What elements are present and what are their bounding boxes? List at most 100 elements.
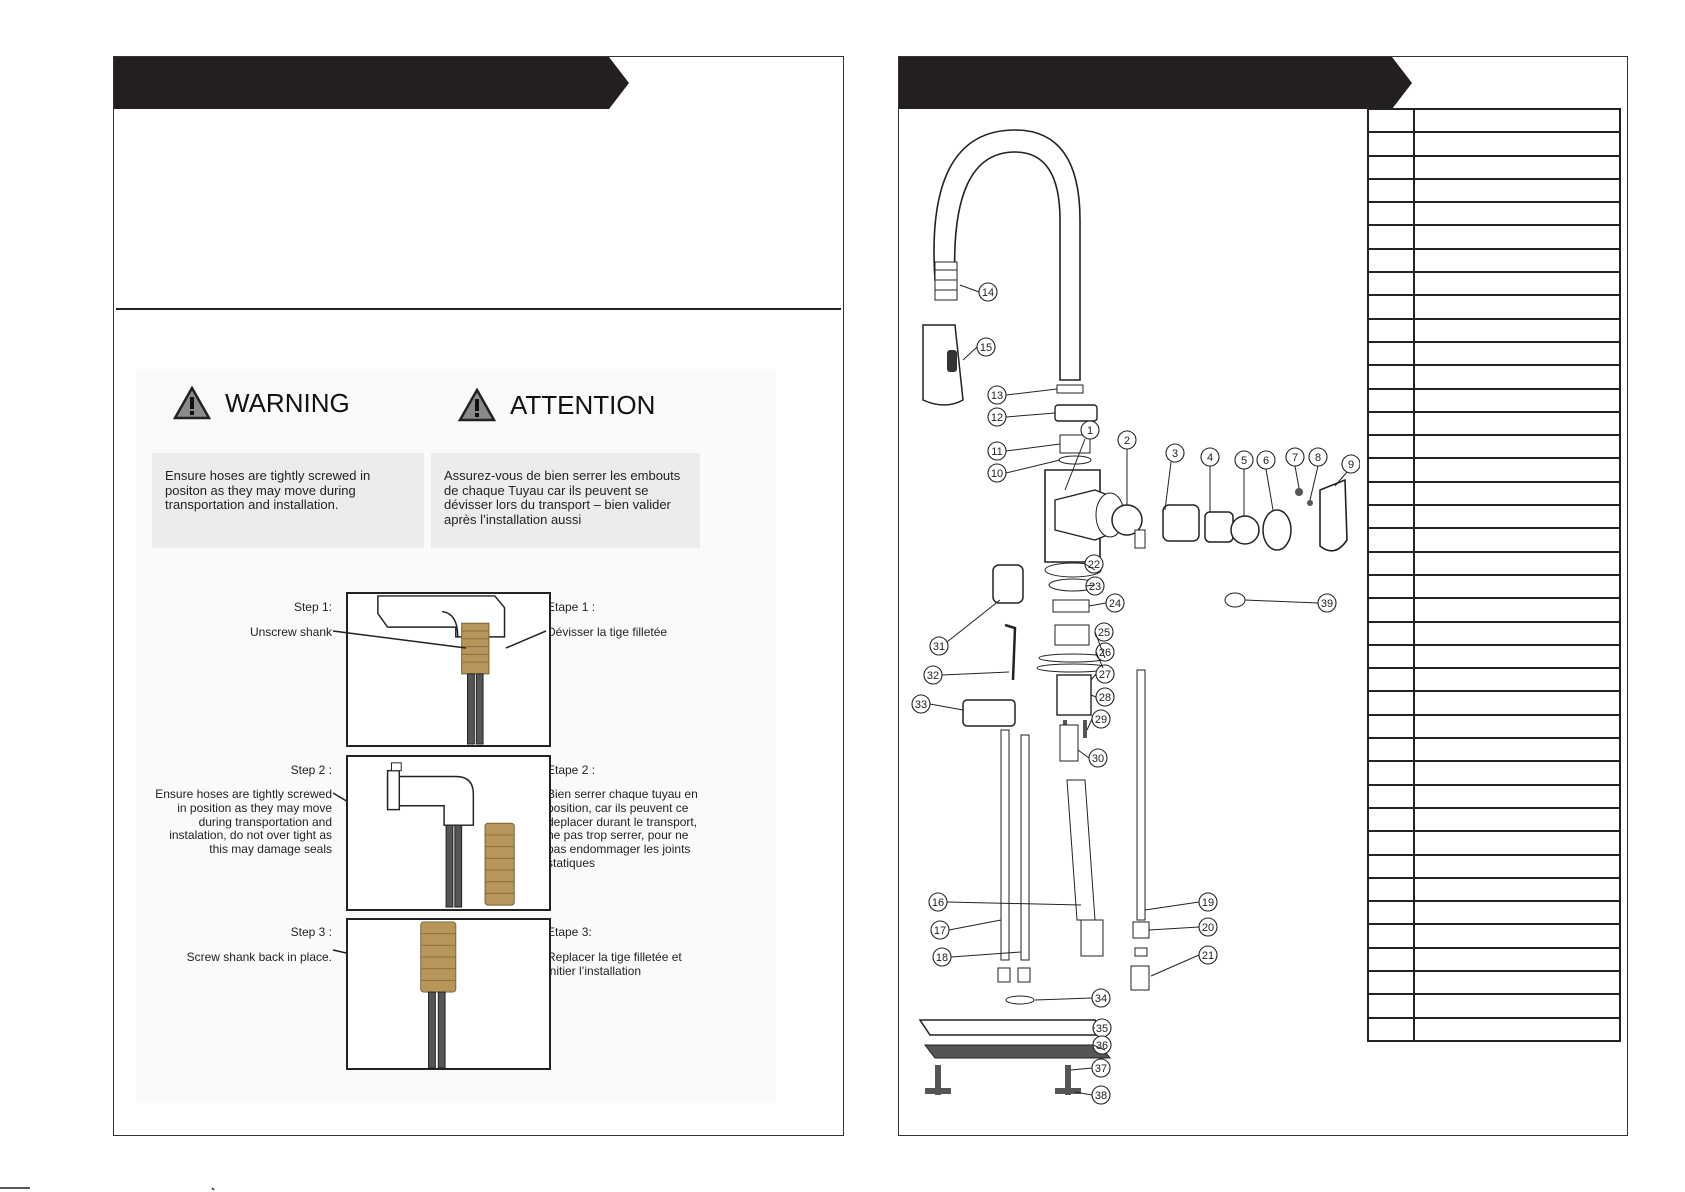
svg-text:32: 32 <box>927 670 939 682</box>
part-description-cell <box>1413 317 1621 343</box>
part-description-cell <box>1413 993 1621 1019</box>
svg-text:7: 7 <box>1292 452 1298 464</box>
parts-list-row <box>1367 317 1621 343</box>
part-number-cell <box>1367 597 1415 623</box>
part-description-cell <box>1413 643 1621 670</box>
parts-list-row <box>1367 993 1621 1019</box>
part-description-cell <box>1413 480 1621 507</box>
parts-list-row <box>1367 573 1621 600</box>
svg-text:5: 5 <box>1241 455 1247 467</box>
callout-9: 9 <box>1341 454 1360 474</box>
svg-text:31: 31 <box>933 641 945 653</box>
part-description-cell <box>1413 713 1621 740</box>
svg-text:25: 25 <box>1098 627 1110 639</box>
part-number-cell <box>1367 410 1415 437</box>
callout-35: 35 <box>1092 1018 1112 1038</box>
svg-text:6: 6 <box>1263 455 1269 467</box>
parts-list-row <box>1367 527 1621 553</box>
part-number-cell <box>1367 527 1415 553</box>
handle-lever <box>1319 478 1348 552</box>
callout-11: 11 <box>987 441 1007 461</box>
part-description-cell <box>1413 1016 1621 1042</box>
part-description-cell <box>1413 690 1621 716</box>
parts-list-row <box>1367 760 1621 786</box>
parts-list-row <box>1367 504 1621 530</box>
callout-1: 1 <box>1080 420 1100 440</box>
parts-list-row <box>1367 690 1621 716</box>
callout-2: 2 <box>1117 430 1137 450</box>
svg-text:12: 12 <box>991 412 1003 424</box>
callout-38: 38 <box>1091 1085 1111 1105</box>
step2-text-en: Ensure hoses are tightly screwed in posi… <box>155 787 332 857</box>
section-divider <box>116 308 841 310</box>
callout-21: 21 <box>1198 945 1218 965</box>
step1-title-en: Step 1: <box>293 600 332 614</box>
part-number-cell <box>1367 271 1415 297</box>
svg-text:21: 21 <box>1202 950 1214 962</box>
part-description-cell <box>1413 620 1621 646</box>
callout-30: 30 <box>1088 748 1108 768</box>
callout-29: 29 <box>1091 709 1111 729</box>
callout-28: 28 <box>1095 687 1115 707</box>
callout-16: 16 <box>928 892 948 912</box>
part-description-cell <box>1413 340 1621 367</box>
callout-37: 37 <box>1091 1058 1111 1078</box>
svg-text:3: 3 <box>1172 448 1178 460</box>
footer-marks <box>0 1187 215 1191</box>
part-number-cell <box>1367 737 1415 763</box>
callout-13: 13 <box>987 385 1007 405</box>
part-number-cell <box>1367 667 1415 693</box>
part-description-cell <box>1413 969 1621 996</box>
spray-head <box>922 324 964 406</box>
part-number-cell <box>1367 643 1415 670</box>
svg-text:30: 30 <box>1092 753 1104 765</box>
svg-text:1: 1 <box>1087 425 1093 437</box>
part-number-cell <box>1367 457 1415 483</box>
parts-list-row <box>1367 969 1621 996</box>
part-description-cell <box>1413 573 1621 600</box>
part-description-cell <box>1413 364 1621 390</box>
warning-heading-fr: ATTENTION <box>458 388 655 422</box>
parts-list-row <box>1367 247 1621 274</box>
callout-15: 15 <box>976 337 996 357</box>
warning-panel: WARNING ATTENTION Ensure hoses are tight… <box>136 369 776 1103</box>
callout-25: 25 <box>1094 622 1114 642</box>
part-description-cell <box>1413 760 1621 786</box>
part-description-cell <box>1413 271 1621 297</box>
part-description-cell <box>1413 667 1621 693</box>
part-number-cell <box>1367 783 1415 809</box>
part-description-cell <box>1413 923 1621 949</box>
svg-text:14: 14 <box>982 287 994 299</box>
part-description-cell <box>1413 107 1621 134</box>
parts-list-table <box>1367 107 1621 1042</box>
svg-text:17: 17 <box>934 925 946 937</box>
part-number-cell <box>1367 177 1415 204</box>
part-number-cell <box>1367 806 1415 833</box>
parts-list-row <box>1367 340 1621 367</box>
part-description-cell <box>1413 154 1621 180</box>
svg-text:10: 10 <box>991 468 1003 480</box>
step2-title-en: Step 2 : <box>290 763 332 777</box>
callout-4: 4 <box>1200 447 1220 467</box>
parts-list-row <box>1367 1016 1621 1042</box>
svg-text:19: 19 <box>1202 897 1214 909</box>
step2-illustration <box>346 755 551 911</box>
step3-title-en: Step 3 : <box>290 925 332 939</box>
callout-18: 18 <box>932 947 952 967</box>
svg-text:27: 27 <box>1099 669 1111 681</box>
part-description-cell <box>1413 550 1621 576</box>
svg-text:4: 4 <box>1207 452 1213 464</box>
step3-text-fr: Replacer la tige filletée et initier l’i… <box>547 950 682 978</box>
svg-text:33: 33 <box>915 699 927 711</box>
aerator <box>934 261 958 301</box>
part-number-cell <box>1367 876 1415 903</box>
left-page: WARNING ATTENTION Ensure hoses are tight… <box>113 56 844 1136</box>
part-number-cell <box>1367 550 1415 576</box>
parts-list-row <box>1367 154 1621 180</box>
callout-39: 39 <box>1317 593 1337 613</box>
part-description-cell <box>1413 597 1621 623</box>
step1-text-fr: Dévisser la tige filletée <box>547 625 668 639</box>
warning-title-en: WARNING <box>225 387 350 418</box>
svg-text:24: 24 <box>1109 598 1121 610</box>
svg-text:35: 35 <box>1096 1023 1108 1035</box>
